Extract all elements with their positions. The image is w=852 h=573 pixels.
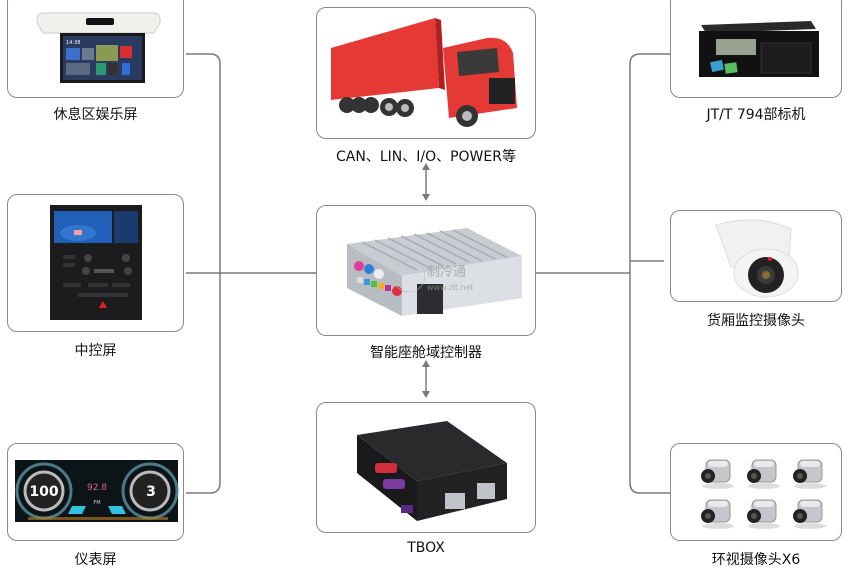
cockpit-domain-controller-label: 智能座舱域控制器 [370,345,482,361]
center-console-label: 中控屏 [74,343,117,359]
radio-frequency: 92.8 [87,483,107,493]
camera-unit [793,459,826,489]
tbox-illustration [357,421,507,521]
tbox-box [316,402,536,533]
surround-cameras-illustration [701,459,826,529]
rest-area-screen-label: 休息区娱乐屏 [53,107,138,123]
domain-controller-illustration: 制冷通 www.zlt.net [347,228,522,316]
gear-readout: 3 [146,484,156,500]
vehicle-bus-box [316,7,536,139]
instrument-cluster-box: 100 3 92.8 FM [7,443,184,541]
watermark-url: www.zlt.net [427,283,474,292]
tbox-label: TBOX [407,540,445,556]
dome-camera-illustration [715,219,799,298]
center-console-illustration [50,205,142,320]
cockpit-domain-controller-box: 制冷通 www.zlt.net [316,205,536,336]
instrument-cluster-illustration: 100 3 92.8 FM [15,460,179,522]
camera-unit [701,499,734,529]
camera-unit [701,459,734,489]
double-arrow-bottom [422,360,430,398]
dash-recorder-illustration [699,21,819,77]
radio-band: FM [93,500,100,506]
cargo-camera-box [670,210,842,302]
red-truck-illustration [331,18,517,127]
camera-unit [747,459,780,489]
surround-cameras-box [670,443,842,541]
vehicle-bus-label: CAN、LIN、I/O、POWER等 [336,149,516,165]
rest-area-screen-box: 14:38 [7,0,184,98]
screen-time-text: 14:38 [66,40,80,46]
dash-recorder-label: JT/T 794部标机 [706,107,806,123]
surround-cameras-label: 环视摄像头X6 [711,552,801,568]
instrument-cluster-label: 仪表屏 [74,552,117,568]
right-bracket-line [629,53,670,494]
ceiling-screen-illustration: 14:38 [36,12,161,83]
dash-recorder-box [670,0,842,98]
camera-unit [793,499,826,529]
camera-unit [747,499,780,529]
watermark-text: 制冷通 [427,265,466,280]
center-console-box [7,194,184,332]
double-arrow-top [422,163,430,201]
speed-readout: 100 [29,484,58,500]
cargo-camera-label: 货厢监控摄像头 [707,313,805,329]
